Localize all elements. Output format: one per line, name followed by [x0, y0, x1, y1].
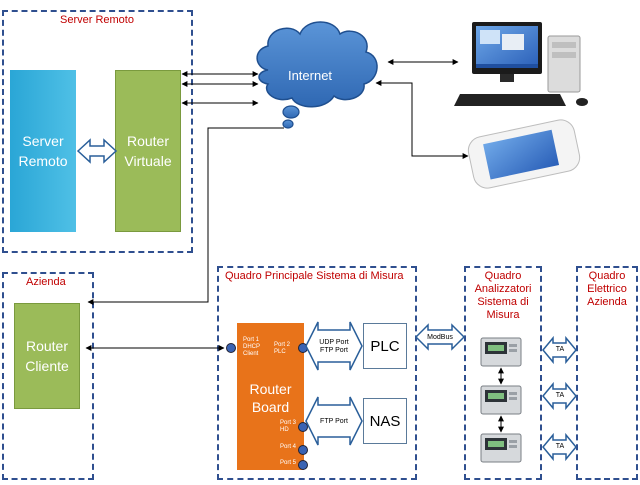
smartphone-icon	[467, 119, 581, 189]
port5-label: Port 5	[280, 460, 297, 466]
router-cliente-label: Router Cliente	[25, 338, 69, 374]
port3-label: Port 3 HD	[280, 420, 297, 433]
ta3-label: TA	[555, 443, 565, 450]
port5-connector	[298, 460, 308, 470]
azienda-frame	[2, 272, 94, 480]
port4-label: Port 4	[280, 444, 297, 450]
server-remoto-title: Server Remoto	[60, 14, 134, 26]
plc-label: PLC	[370, 337, 400, 355]
server-router-link	[76, 138, 118, 164]
nas-label: NAS	[369, 412, 401, 430]
ta1-link	[542, 335, 577, 365]
server-remoto-label: Server Remoto	[18, 133, 68, 169]
port4-connector	[298, 445, 308, 455]
port3-connector	[298, 422, 308, 432]
port1-label: Port 1 DHCP Client	[243, 337, 261, 357]
quadro-principale-frame	[217, 266, 417, 480]
server-remoto-frame	[2, 10, 193, 253]
quadro-elettrico-frame	[576, 266, 638, 480]
ta3-link	[542, 432, 577, 462]
router-cliente-box: Router Cliente	[14, 303, 80, 409]
router-virtuale-label: Router Virtuale	[124, 133, 172, 169]
rb-plc-link	[305, 321, 363, 371]
quadro-elettrico-title: Quadro Elettrico Azienda	[587, 270, 627, 308]
router-virtuale-box: Router Virtuale	[115, 70, 181, 232]
udp-ftp-label: UDP Port FTP Port	[319, 339, 349, 354]
server-remoto-box: Server Remoto	[10, 70, 76, 232]
modbus-label: ModBus	[427, 334, 453, 341]
azienda-title: Azienda	[26, 276, 66, 288]
meter-1	[480, 337, 522, 367]
meter-3	[480, 433, 522, 463]
quadro-principale-title: Quadro Principale Sistema di Misura	[225, 270, 404, 282]
ta2-label: TA	[555, 392, 565, 399]
meter-2	[480, 385, 522, 415]
ta1-label: TA	[555, 346, 565, 353]
quadro-analizzatori-title: Quadro Analizzatori Sistema di Misura	[474, 270, 532, 321]
ta2-link	[542, 381, 577, 411]
internet-label: Internet	[287, 68, 333, 83]
port2-label: Port 2 PLC	[274, 342, 291, 355]
desktop-pc-icon	[454, 22, 588, 106]
router-board-box	[237, 323, 304, 470]
rb-nas-link	[305, 396, 363, 446]
router-board-label: Router Board	[249, 381, 292, 415]
quadro-analizzatori-frame	[464, 266, 542, 480]
nas-box: NAS	[363, 398, 407, 444]
ftp-label: FTP Port	[320, 418, 348, 425]
modbus-link	[414, 323, 466, 351]
plc-box: PLC	[363, 323, 407, 369]
internet-cloud	[256, 21, 378, 129]
port1-connector	[226, 343, 236, 353]
